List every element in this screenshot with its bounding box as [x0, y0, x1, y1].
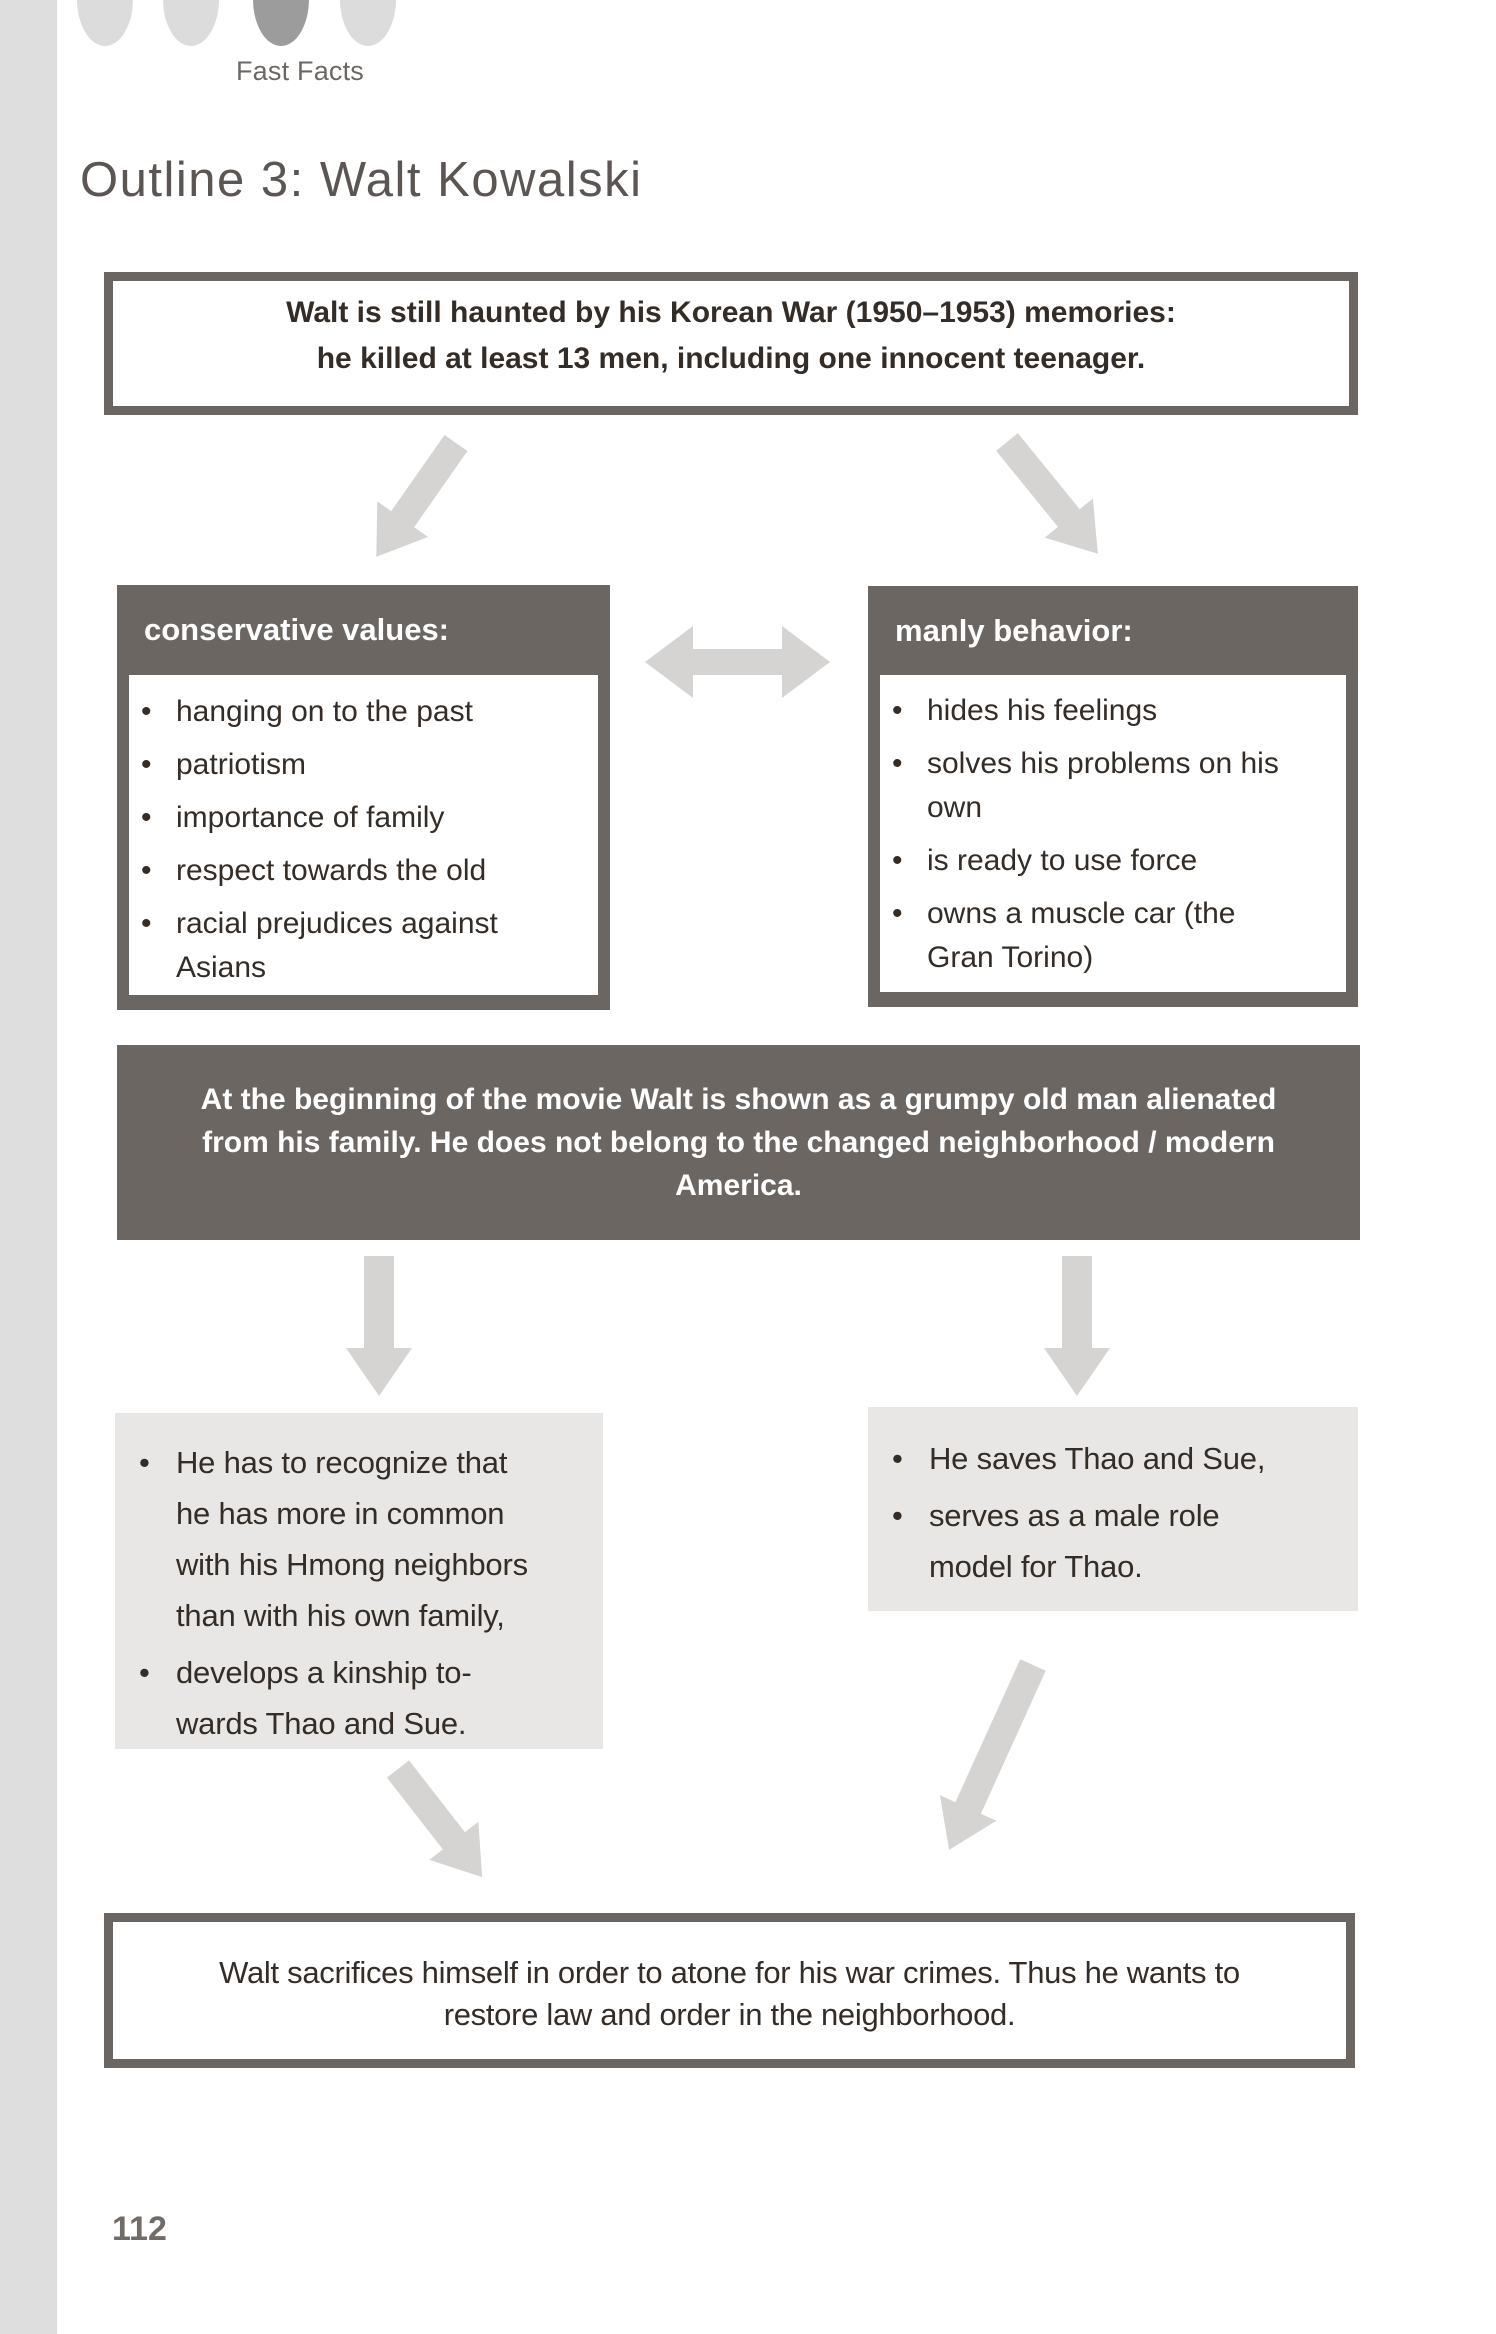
- tab-dot-icon: [77, 0, 133, 46]
- list-item: • respect towards the old: [129, 849, 598, 893]
- list-item: • He saves Thao and Sue,: [868, 1433, 1358, 1484]
- box-body: • hides his feelings • solves his proble…: [880, 675, 1346, 992]
- bullet-icon: •: [141, 801, 152, 834]
- arrow-down-left-icon: [939, 1659, 1046, 1850]
- bullet-icon: •: [892, 747, 903, 780]
- double-arrow-icon: [645, 626, 830, 698]
- list-item: • He has to recognize that he has more i…: [115, 1437, 603, 1641]
- text-line: At the beginning of the movie Walt is sh…: [200, 1083, 1277, 1116]
- list-item: • solves his problems on his own: [880, 742, 1346, 830]
- text-line: owns a muscle car (the: [927, 897, 1236, 930]
- manly-behavior-box: manly behavior: • hides his feelings • s…: [868, 586, 1358, 1007]
- bullet-icon: •: [892, 897, 903, 930]
- bullet-icon: •: [141, 748, 152, 781]
- text-line: restore law and order in the neighborhoo…: [443, 1997, 1016, 2032]
- text-line: model for Thao.: [929, 1549, 1143, 1584]
- arrow-down-right-icon: [996, 433, 1098, 554]
- bullet-icon: •: [141, 854, 152, 887]
- middle-statement-banner: At the beginning of the movie Walt is sh…: [117, 1045, 1360, 1240]
- text-line: He saves Thao and Sue,: [929, 1441, 1266, 1476]
- list-item: • serves as a male role model for Thao.: [868, 1490, 1358, 1592]
- text-line: Asians: [176, 951, 267, 984]
- text-line: Gran Torino): [927, 941, 1094, 974]
- bullet-icon: •: [892, 844, 903, 877]
- text-line: he has more in common: [176, 1496, 505, 1531]
- text-line: is ready to use force: [927, 844, 1198, 877]
- text-line: he killed at least 13 men, including one…: [316, 342, 1146, 375]
- list-item: • is ready to use force: [880, 839, 1346, 883]
- top-statement-box: Walt is still haunted by his Korean War …: [104, 272, 1358, 415]
- bullet-icon: •: [139, 1445, 150, 1480]
- text-line: serves as a male role: [929, 1498, 1220, 1533]
- box-heading: manly behavior:: [895, 612, 1133, 648]
- text-line: Walt sacrifices himself in order to aton…: [219, 1955, 1240, 1990]
- text-line: than with his own family,: [176, 1598, 505, 1633]
- text-line: solves his problems on his: [927, 747, 1279, 780]
- text-line: patriotism: [176, 748, 307, 781]
- page-title: Outline 3: Walt Kowalski: [80, 153, 643, 207]
- left-result-box: • He has to recognize that he has more i…: [115, 1413, 603, 1749]
- list-item: • racial prejudices against Asians: [129, 902, 598, 990]
- text-line: wards Thao and Sue.: [176, 1706, 467, 1741]
- text-line: with his Hmong neighbors: [176, 1547, 528, 1582]
- list-item: • hides his feelings: [880, 689, 1346, 733]
- text-line: develops a kinship to-: [176, 1655, 472, 1690]
- text-line: Walt is still haunted by his Korean War …: [286, 296, 1176, 329]
- text-line: hides his feelings: [927, 694, 1158, 727]
- text-line: respect towards the old: [176, 854, 487, 887]
- tab-dot-icon-active: [253, 0, 309, 46]
- box-heading: conservative values:: [144, 612, 450, 647]
- bullet-icon: •: [139, 1655, 150, 1690]
- text-line: from his family. He does not belong to t…: [202, 1126, 1275, 1159]
- bullet-icon: •: [892, 694, 903, 727]
- text-line: importance of family: [176, 801, 445, 834]
- text-line: own: [927, 791, 983, 824]
- arrow-down-left-icon: [376, 434, 468, 557]
- final-statement-box: Walt sacrifices himself in order to aton…: [104, 1913, 1355, 2068]
- right-result-box: • He saves Thao and Sue, • serves as a m…: [868, 1407, 1358, 1611]
- bullet-icon: •: [141, 907, 152, 940]
- text-line: America.: [675, 1169, 802, 1202]
- list-item: • hanging on to the past: [129, 690, 598, 734]
- arrow-down-icon: [1044, 1256, 1110, 1396]
- tab-dot-icon: [163, 0, 219, 46]
- list-item: • develops a kinship to- wards Thao and …: [115, 1647, 603, 1749]
- list-item: • importance of family: [129, 796, 598, 840]
- text-line: He has to recognize that: [176, 1445, 508, 1480]
- section-label: Fast Facts: [235, 56, 365, 86]
- arrow-down-icon: [346, 1256, 412, 1396]
- tab-dot-icon: [340, 0, 396, 46]
- arrow-down-right-icon: [386, 1760, 483, 1878]
- list-item: • patriotism: [129, 743, 598, 787]
- bullet-icon: •: [892, 1441, 903, 1476]
- conservative-values-box: conservative values: • hanging on to the…: [117, 585, 610, 1010]
- text-line: hanging on to the past: [176, 695, 473, 728]
- box-body: • hanging on to the past • patriotism • …: [129, 675, 598, 995]
- bullet-icon: •: [892, 1498, 903, 1533]
- list-item: • owns a muscle car (the Gran Torino): [880, 892, 1346, 980]
- page-number: 112: [112, 2210, 167, 2248]
- page-margin-strip: [0, 0, 57, 2334]
- text-line: racial prejudices against: [176, 907, 498, 940]
- bullet-icon: •: [141, 695, 152, 728]
